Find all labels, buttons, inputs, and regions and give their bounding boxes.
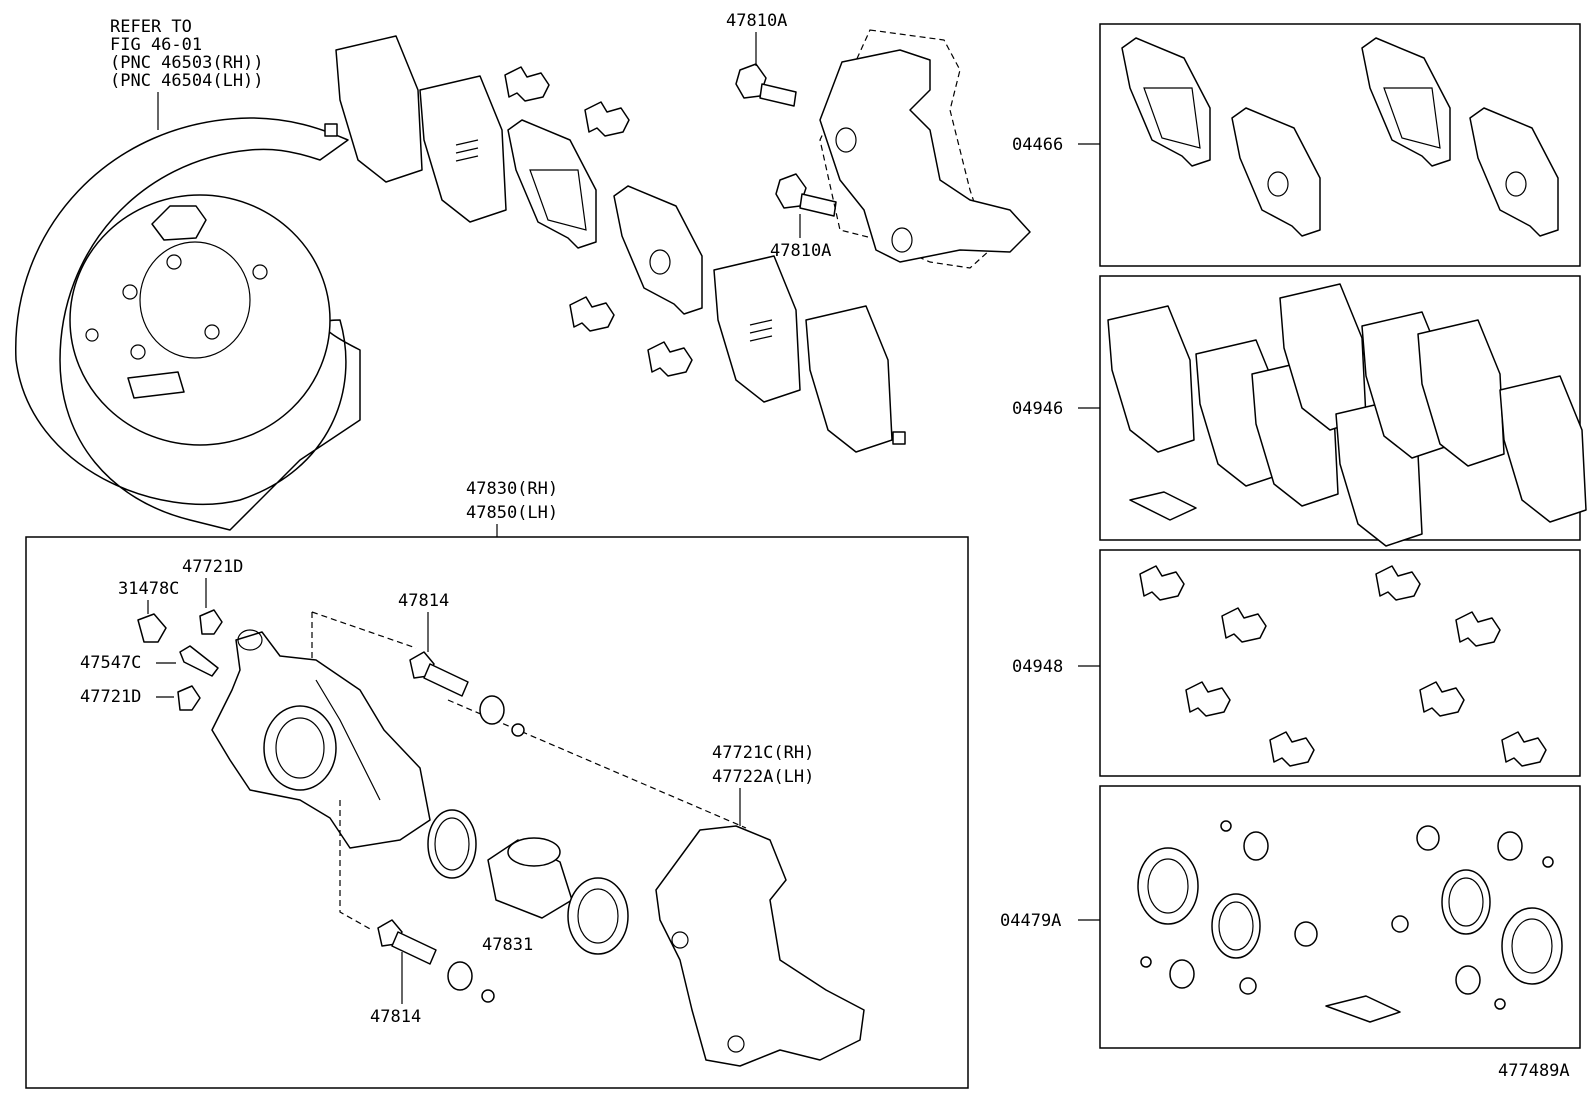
kit-label-04479A: 04479A bbox=[1000, 911, 1100, 931]
svg-text:04466: 04466 bbox=[1012, 135, 1063, 155]
kit-04466-pads bbox=[1121, 37, 1559, 237]
svg-text:47721D: 47721D bbox=[182, 557, 243, 577]
bleeder-cap-upper: 47721D bbox=[182, 557, 243, 635]
svg-text:47814: 47814 bbox=[370, 1007, 421, 1027]
svg-text:47831: 47831 bbox=[482, 935, 533, 955]
svg-text:04946: 04946 bbox=[1012, 399, 1063, 419]
svg-text:47721C(RH): 47721C(RH) bbox=[712, 743, 814, 763]
caliper-assembly-label: 47830(RH) 47850(LH) bbox=[466, 479, 558, 537]
shim-inner-1 bbox=[419, 75, 507, 223]
wear-indicator-1 bbox=[324, 123, 338, 137]
svg-text:47547C: 47547C bbox=[80, 653, 141, 673]
pad-clip-4 bbox=[647, 341, 693, 377]
caliper-mounting-bracket-top bbox=[819, 29, 1031, 269]
brake-pad-2 bbox=[613, 185, 703, 315]
piston-seal bbox=[427, 809, 477, 879]
kit-label-04946: 04946 bbox=[1012, 399, 1100, 419]
svg-text:47830(RH): 47830(RH) bbox=[466, 479, 558, 499]
kit-box-04948 bbox=[1099, 549, 1581, 777]
svg-text:47850(LH): 47850(LH) bbox=[466, 503, 558, 523]
bleeder-cap-lower: 47721D bbox=[80, 685, 201, 711]
brake-pad-1 bbox=[507, 119, 597, 249]
caliper-body bbox=[211, 629, 431, 849]
svg-text:47814: 47814 bbox=[398, 591, 449, 611]
svg-text:47810A: 47810A bbox=[726, 11, 787, 31]
pad-clip-3 bbox=[569, 296, 615, 332]
kit-04948-clips bbox=[1139, 565, 1547, 767]
svg-text:31478C: 31478C bbox=[118, 579, 179, 599]
exploded-pad-set bbox=[324, 35, 906, 453]
figure-number: 477489A bbox=[1498, 1061, 1570, 1081]
refer-note: REFER TO FIG 46-01 (PNC 46503(RH)) (PNC … bbox=[110, 17, 264, 130]
piston: 47831 bbox=[482, 837, 573, 955]
shim-outer-2 bbox=[805, 305, 893, 453]
kit-label-04466: 04466 bbox=[1012, 135, 1100, 155]
svg-text:04479A: 04479A bbox=[1000, 911, 1061, 931]
svg-text:(PNC 46503(RH)): (PNC 46503(RH)) bbox=[110, 53, 264, 73]
guide-pin-upper: 47814 bbox=[398, 591, 525, 737]
kit-box-04479A bbox=[1099, 785, 1581, 1049]
caliper-mounting: 47721C(RH) 47722A(LH) bbox=[655, 743, 865, 1067]
kit-04479A-seals bbox=[1137, 820, 1563, 1023]
wear-indicator-2 bbox=[892, 431, 906, 445]
svg-text:(PNC 46504(LH)): (PNC 46504(LH)) bbox=[110, 71, 264, 91]
svg-text:FIG 46-01: FIG 46-01 bbox=[110, 35, 202, 55]
piston-boot bbox=[567, 877, 629, 955]
svg-text:47722A(LH): 47722A(LH) bbox=[712, 767, 814, 787]
svg-text:04948: 04948 bbox=[1012, 657, 1063, 677]
mounting-bolt-lower: 47810A bbox=[770, 173, 837, 261]
shim-inner-2 bbox=[713, 255, 801, 403]
pad-clip-2 bbox=[584, 101, 630, 137]
guide-pin-lower: 47814 bbox=[370, 919, 495, 1027]
plug: 31478C bbox=[118, 579, 179, 643]
svg-text:REFER TO: REFER TO bbox=[110, 17, 192, 37]
pad-clip-1 bbox=[504, 66, 550, 102]
svg-text:47721D: 47721D bbox=[80, 687, 141, 707]
shim-outer-1 bbox=[335, 35, 423, 183]
bleeder-screw: 47547C bbox=[80, 645, 219, 677]
mounting-bolt-upper: 47810A bbox=[726, 11, 797, 107]
backing-plate bbox=[15, 117, 361, 531]
kit-box-04466 bbox=[1099, 23, 1581, 267]
kit-04946-shims bbox=[1107, 283, 1587, 547]
svg-text:47810A: 47810A bbox=[770, 241, 831, 261]
kit-label-04948: 04948 bbox=[1012, 657, 1100, 677]
assembly-dash-lines bbox=[311, 611, 747, 931]
